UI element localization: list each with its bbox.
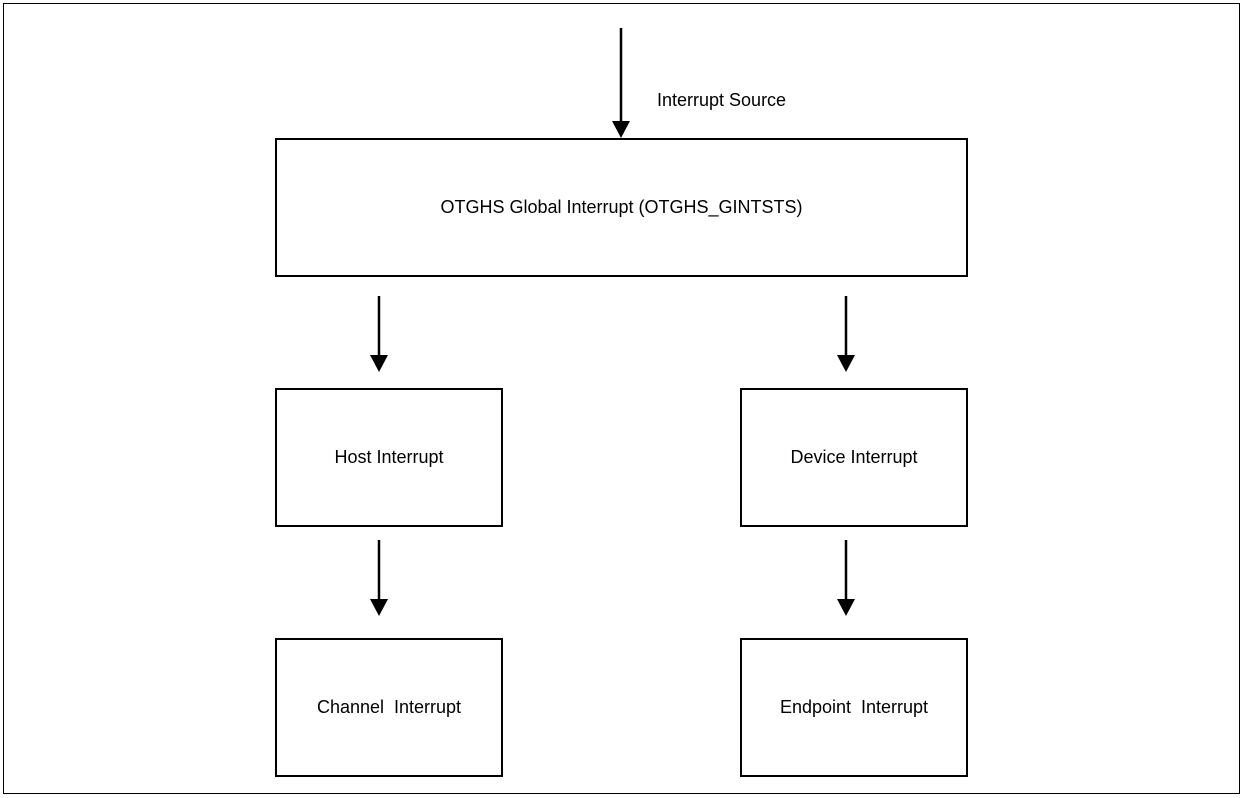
arrow-global-to-host	[370, 296, 388, 372]
arrow-host-to-channel	[370, 540, 388, 616]
host-interrupt-box: Host Interrupt	[275, 388, 503, 527]
host-interrupt-label: Host Interrupt	[334, 447, 444, 467]
global-interrupt-box: OTGHS Global Interrupt (OTGHS_GINTSTS)	[275, 138, 968, 277]
channel-interrupt-label: Channel Interrupt	[316, 697, 462, 717]
endpoint-interrupt-label: Endpoint Interrupt	[779, 697, 929, 717]
endpoint-interrupt-box: Endpoint Interrupt	[740, 638, 968, 777]
global-interrupt-label: OTGHS Global Interrupt (OTGHS_GINTSTS)	[440, 197, 803, 217]
device-interrupt-label: Device Interrupt	[790, 447, 918, 467]
arrow-device-to-endpoint	[837, 540, 855, 616]
channel-interrupt-box: Channel Interrupt	[275, 638, 503, 777]
diagram-frame	[3, 3, 1240, 794]
interrupt-source-label: Interrupt Source	[657, 90, 787, 110]
device-interrupt-box: Device Interrupt	[740, 388, 968, 527]
arrow-source-to-global	[612, 28, 630, 138]
arrow-global-to-device	[837, 296, 855, 372]
